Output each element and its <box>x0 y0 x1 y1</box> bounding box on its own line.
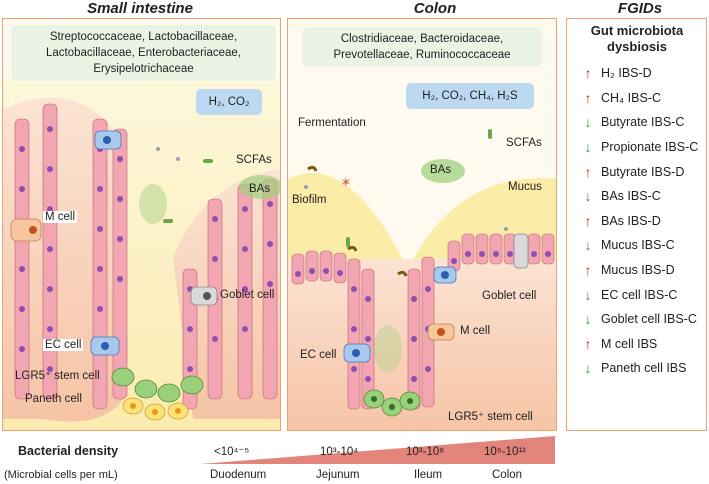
small-intestine-panel: Streptococcaceae, Lactobacillaceae, Lact… <box>2 18 281 431</box>
dysbiosis-item: ↑ Mucus IBS-D <box>581 258 706 283</box>
dysbiosis-item: ↓ BAs IBS-C <box>581 184 706 209</box>
si-scfas-label: SCFAs <box>236 154 272 166</box>
si-lgr5-label: LGR5⁺ stem cell <box>15 370 100 382</box>
density-label: Bacterial density <box>18 444 119 458</box>
increase-arrow-icon: ↑ <box>584 212 592 229</box>
dysbiosis-item: ↓ EC cell IBS-C <box>581 282 706 307</box>
dysbiosis-item-text: Mucus IBS-D <box>601 263 675 278</box>
dysbiosis-item-text: Butyrate IBS-D <box>601 164 685 179</box>
colon-m-cell <box>427 323 455 341</box>
colon-biofilm-label: Biofilm <box>292 194 327 206</box>
colon-scfas-label: SCFAs <box>506 137 542 149</box>
dysbiosis-item-text: Mucus IBS-C <box>601 238 675 253</box>
density-value-colon: 10⁹-10¹² <box>484 446 526 458</box>
colon-bas-label: BAs <box>430 164 452 176</box>
region-ileum: Ileum <box>414 469 443 481</box>
colon-surface-cells <box>291 233 555 410</box>
si-m-cell-label: M cell <box>43 211 78 223</box>
colon-title: Colon <box>413 0 457 17</box>
density-wedge-shape <box>200 436 555 464</box>
dysbiosis-item: ↓ Propionate IBS-C <box>581 135 706 160</box>
dysbiosis-item: ↑ H₂ IBS-D <box>581 61 706 86</box>
dysbiosis-item: ↓ Butyrate IBS-C <box>581 110 706 135</box>
dysbiosis-item-text: Paneth cell IBS <box>601 361 687 376</box>
colon-mucus-label: Mucus <box>508 181 542 193</box>
decrease-arrow-icon: ↓ <box>584 139 592 156</box>
dysbiosis-item: ↑ Butyrate IBS-D <box>581 159 706 184</box>
si-ec-cell-top <box>94 130 122 150</box>
svg-text:✶: ✶ <box>340 174 352 190</box>
increase-arrow-icon: ↑ <box>584 163 592 180</box>
colon-m-cell-label: M cell <box>460 325 491 337</box>
density-unit: (Microbial cells per mL) <box>4 469 118 481</box>
dysbiosis-item: ↓ Goblet cell IBS-C <box>581 307 706 332</box>
dysbiosis-item: ↑ BAs IBS-D <box>581 209 706 234</box>
small-intestine-title: Small intestine <box>87 0 193 17</box>
colon-families-box: Clostridiaceae, Bacteroidaceae, Prevotel… <box>302 27 542 67</box>
decrease-arrow-icon: ↓ <box>584 360 592 377</box>
dysbiosis-item-text: EC cell IBS-C <box>601 287 678 302</box>
si-goblet-cell-label: Goblet cell <box>220 289 275 301</box>
si-ec-cell <box>90 336 120 356</box>
colon-fermentation-label: Fermentation <box>298 117 366 129</box>
colon-ec-cell <box>343 343 371 363</box>
si-gases-box: H₂, CO₂ <box>196 89 262 115</box>
increase-arrow-icon: ↑ <box>584 262 592 279</box>
dysbiosis-item-text: Goblet cell IBS-C <box>601 312 697 327</box>
decrease-arrow-icon: ↓ <box>584 114 592 131</box>
increase-arrow-icon: ↑ <box>584 89 592 106</box>
si-bas-label: BAs <box>249 183 271 195</box>
colon-panel: ✶ Clostridiaceae, Bacteroidaceae, Prevot… <box>287 18 557 431</box>
dysbiosis-item-text: M cell IBS <box>601 336 658 351</box>
dysbiosis-item-text: Butyrate IBS-C <box>601 115 685 130</box>
dysbiosis-item-text: CH₄ IBS-C <box>601 90 661 105</box>
dysbiosis-item-text: BAs IBS-C <box>601 189 661 204</box>
decrease-arrow-icon: ↓ <box>584 188 592 205</box>
density-value-duodenum: <10⁴⁻⁵ <box>214 446 250 458</box>
si-families-box: Streptococcaceae, Lactobacillaceae, Lact… <box>11 25 276 81</box>
colon-goblet-cell-label: Goblet cell <box>482 290 537 302</box>
si-goblet-cell <box>190 286 218 306</box>
dysbiosis-item-text: BAs IBS-D <box>601 213 661 228</box>
colon-ec-cell-top <box>433 266 457 284</box>
decrease-arrow-icon: ↓ <box>584 311 592 328</box>
si-epithelium-cells <box>14 103 278 410</box>
colon-ec-cell-label: EC cell <box>300 349 337 361</box>
dysbiosis-item: ↓ Paneth cell IBS <box>581 356 706 381</box>
density-value-ileum: 10³-10⁸ <box>406 446 445 458</box>
decrease-arrow-icon: ↓ <box>584 237 592 254</box>
increase-arrow-icon: ↑ <box>584 335 592 352</box>
dysbiosis-heading: Gut microbiota dysbiosis <box>590 23 684 54</box>
dysbiosis-item: ↑ CH₄ IBS-C <box>581 86 706 111</box>
region-jejunum: Jejunum <box>316 469 360 481</box>
increase-arrow-icon: ↑ <box>584 65 592 82</box>
colon-bacteria: ✶ <box>304 129 508 373</box>
si-crypt-cells <box>111 367 204 421</box>
decrease-arrow-icon: ↓ <box>584 286 592 303</box>
region-colon: Colon <box>492 469 523 481</box>
colon-stem-cells <box>363 389 421 417</box>
dysbiosis-item: ↓ Mucus IBS-C <box>581 233 706 258</box>
dysbiosis-item-text: H₂ IBS-D <box>601 66 652 81</box>
colon-goblet-cell <box>513 233 529 269</box>
colon-illustration: ✶ <box>288 19 556 430</box>
dysbiosis-item: ↑ M cell IBS <box>581 332 706 357</box>
si-m-cell <box>10 218 42 242</box>
density-wedge <box>200 436 555 464</box>
colon-gases-box: H₂, CO₂, CH₄, H₂S <box>406 83 534 109</box>
fgids-panel: Gut microbiota dysbiosis ↑ H₂ IBS-D ↑ CH₄ I… <box>566 18 707 431</box>
si-paneth-label: Paneth cell <box>25 393 82 405</box>
fgids-title: FGIDs <box>617 0 663 17</box>
dysbiosis-list: ↑ H₂ IBS-D ↑ CH₄ IBS-C ↓ Butyrate IBS-C ↓ Propi… <box>581 61 706 381</box>
colon-lgr5-label: LGR5⁺ stem cell <box>448 411 533 423</box>
region-duodenum: Duodenum <box>210 469 267 481</box>
dysbiosis-item-text: Propionate IBS-C <box>601 140 699 155</box>
density-value-jejunum: 10³-10⁴ <box>320 446 359 458</box>
si-ec-cell-label: EC cell <box>43 339 84 351</box>
